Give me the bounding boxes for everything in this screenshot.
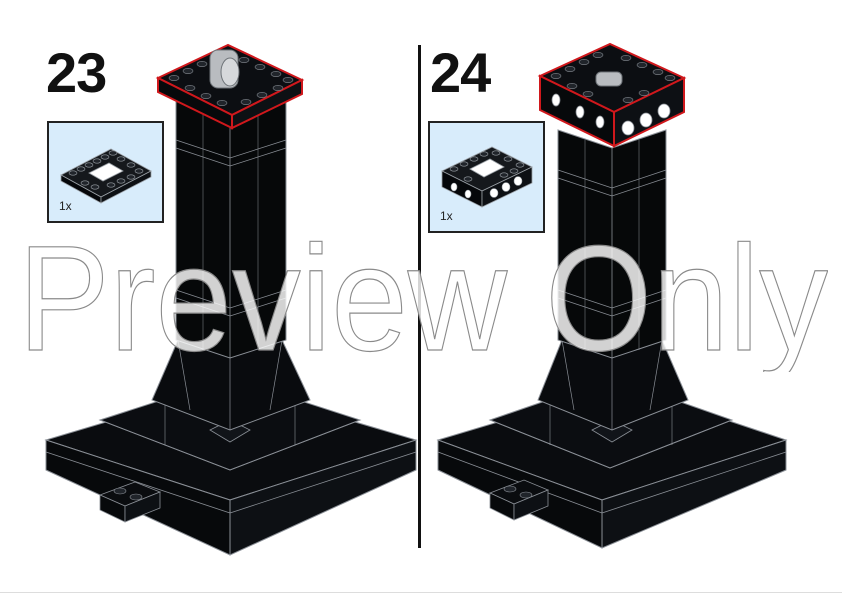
plate-4x6-with-opening-icon	[60, 148, 152, 204]
parts-callout-step-24: 1x	[428, 121, 545, 233]
part-quantity-step-23: 1x	[59, 199, 72, 213]
part-quantity-step-24: 1x	[440, 209, 453, 223]
technic-brick-4x6-with-holes-icon	[441, 146, 533, 208]
step-number-24: 24	[430, 41, 491, 104]
step-divider	[418, 45, 421, 548]
parts-callout-step-23: 1x	[47, 121, 164, 223]
page-bottom-rule	[0, 592, 842, 593]
pillar-model-step-24	[436, 42, 788, 549]
step-number-23: 23	[46, 41, 107, 104]
pillar-model-step-23	[44, 43, 418, 556]
